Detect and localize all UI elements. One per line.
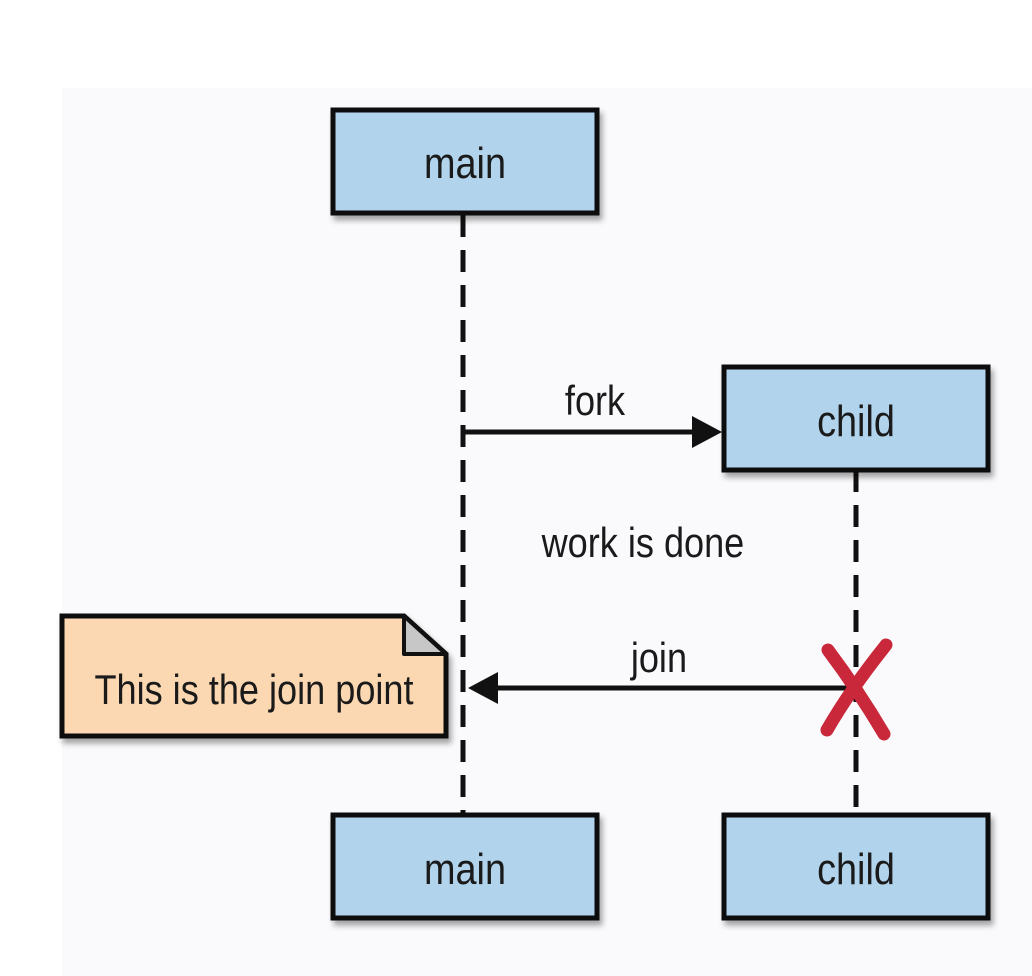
participant-child-bottom: child — [721, 812, 991, 921]
destroy-x-icon — [820, 638, 893, 741]
participant-child-top: child — [721, 364, 991, 473]
join-message: join — [468, 636, 856, 704]
join-label: join — [630, 636, 687, 682]
join-arrowhead — [468, 672, 498, 704]
participant-child-bottom-label: child — [817, 844, 895, 893]
fork-label: fork — [565, 379, 626, 425]
note-fold-icon — [402, 614, 448, 656]
participant-main-bottom: main — [330, 812, 600, 921]
participant-main-top-label: main — [424, 138, 506, 187]
participant-child-top-label: child — [817, 396, 895, 445]
join-point-note: This is the join point — [59, 613, 449, 739]
fork-message: fork — [463, 379, 722, 448]
note-text: This is the join point — [94, 668, 413, 714]
fork-arrowhead — [692, 416, 722, 448]
work-done-label: work is done — [541, 521, 745, 567]
participant-main-top: main — [330, 107, 600, 216]
participant-main-bottom-label: main — [424, 844, 506, 893]
